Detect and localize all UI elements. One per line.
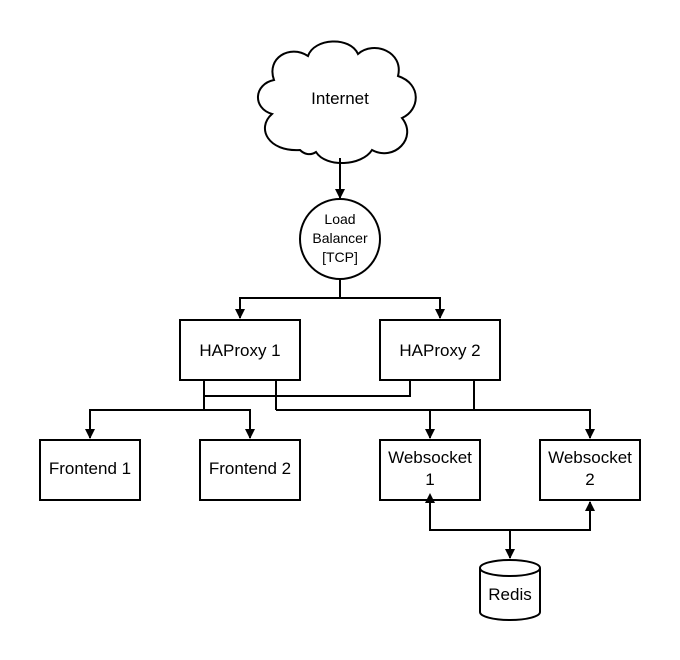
- load-balancer-node: Load Balancer [TCP]: [299, 198, 381, 280]
- websocket-2-label-line-1: Websocket: [548, 448, 632, 467]
- frontend-2-label: Frontend 2: [209, 459, 291, 478]
- websocket-1-node: Websocket 1: [379, 439, 481, 501]
- websocket-1-label-line-1: Websocket: [388, 448, 472, 467]
- frontend-2-node: Frontend 2: [199, 439, 301, 501]
- load-balancer-label-line-2: Balancer: [312, 230, 368, 246]
- websocket-2-label-line-2: 2: [585, 470, 594, 489]
- edge-websockets-to-redis: [425, 493, 595, 559]
- redis-node: Redis: [479, 559, 541, 621]
- haproxy-1-label: HAProxy 1: [199, 341, 280, 360]
- haproxy-2-label: HAProxy 2: [399, 341, 480, 360]
- edge-lb-to-haproxies: [235, 279, 445, 319]
- redis-label: Redis: [488, 585, 531, 604]
- haproxy-2-node: HAProxy 2: [379, 319, 501, 381]
- internet-label: Internet: [311, 89, 369, 108]
- internet-cloud: Internet: [257, 40, 417, 165]
- frontend-1-node: Frontend 1: [39, 439, 141, 501]
- websocket-1-label-line-2: 1: [425, 470, 434, 489]
- load-balancer-label-line-3: [TCP]: [322, 249, 358, 265]
- frontend-1-label: Frontend 1: [49, 459, 131, 478]
- haproxy-1-node: HAProxy 1: [179, 319, 301, 381]
- websocket-2-node: Websocket 2: [539, 439, 641, 501]
- edge-haproxies-to-backends: [85, 380, 595, 439]
- load-balancer-label-line-1: Load: [324, 211, 355, 227]
